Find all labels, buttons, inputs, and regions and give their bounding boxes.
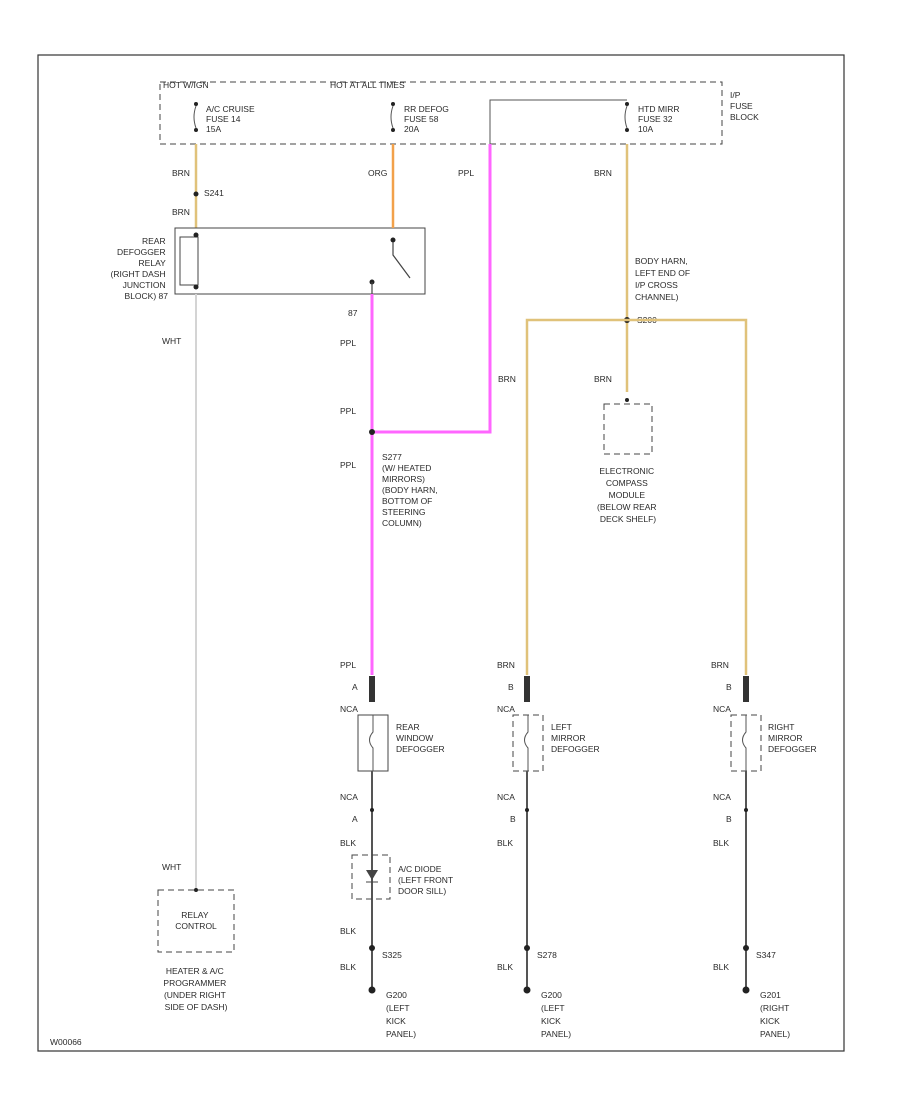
label-brn-right: BRN <box>594 168 612 178</box>
mirror-circuit: BRN S200 BODY HARN, LEFT END OF I/P CROS… <box>497 144 817 1039</box>
fuse-14: A/C CRUISE FUSE 14 15A <box>193 102 257 134</box>
hot-run-label: HOT W/IGN <box>163 80 209 90</box>
label-conn-b1: B <box>508 682 514 692</box>
label-ppl-bottom: PPL <box>340 660 356 670</box>
svg-text:A/C CRUISE FUSE 14: A/C CRUISE FUSE 14 15A <box>206 104 257 134</box>
compass-module-box <box>603 403 653 455</box>
label-brn-1: BRN <box>172 168 190 178</box>
right-mirror-label: RIGHT MIRROR DEFOGGER <box>768 722 817 754</box>
label-ppl-top: PPL <box>458 168 474 178</box>
label-brn-mid: BRN <box>497 660 515 670</box>
ac-diode-box <box>351 854 391 900</box>
wire-brn-bus <box>525 318 748 675</box>
fuse-block: HOT W/IGN HOT AT ALL TIMES I/P FUSE BLOC… <box>159 80 759 145</box>
relay-control-label: RELAY CONTROL <box>175 910 217 931</box>
label-nca-1: NCA <box>340 704 358 714</box>
fuse-32: HTD MIRR FUSE 32 10A <box>624 102 682 134</box>
label-conn-b3: B <box>510 814 516 824</box>
fuse-58: RR DEFOG FUSE 58 20A <box>390 102 451 134</box>
label-ppl-3: PPL <box>340 460 356 470</box>
label-s347: S347 <box>756 950 776 960</box>
label-s278: S278 <box>537 950 557 960</box>
splice-s277-label: S277 (W/ HEATED MIRRORS) (BODY HARN, BOT… <box>382 452 440 528</box>
label-blk-4: BLK <box>497 838 513 848</box>
left-mirror-label: LEFT MIRROR DEFOGGER <box>551 722 600 754</box>
label-blk-6: BLK <box>713 838 729 848</box>
ground-g200-b: G200 (LEFT KICK PANEL) <box>541 990 571 1039</box>
label-s241: S241 <box>204 188 224 198</box>
label-conn-b2: B <box>726 682 732 692</box>
footer-code: W00066 <box>50 1037 82 1047</box>
label-nca-2: NCA <box>497 704 515 714</box>
label-nca-4: NCA <box>340 792 358 802</box>
rear-defogger-relay <box>174 227 426 295</box>
svg-text:HTD MIRR FUSE 32: HTD MIRR FUSE 32 10A <box>638 104 682 134</box>
label-org: ORG <box>368 168 387 178</box>
label-nca-3: NCA <box>713 704 731 714</box>
label-wht: WHT <box>162 336 181 346</box>
left-column-wiring: BRN S241 BRN REAR DEFOGGER RELAY (RIGHT … <box>111 144 426 1012</box>
label-brn-2: BRN <box>172 207 190 217</box>
label-conn-a1: A <box>352 682 358 692</box>
rear-window-circuit: ORG 87 PPL PPL PPL PPL S277 (W/ HEATED M… <box>340 144 492 1039</box>
svg-text:RR DEFOG FUSE 58: RR DEFOG FUSE 58 20A <box>404 104 451 134</box>
fuse-block-label: I/P FUSE BLOCK <box>730 90 759 122</box>
ground-g201: G201 (RIGHT KICK PANEL) <box>760 990 792 1039</box>
label-brn-right-2: BRN <box>711 660 729 670</box>
ground-g200-a: G200 (LEFT KICK PANEL) <box>386 990 416 1039</box>
label-blk-5: BLK <box>497 962 513 972</box>
label-ppl-2: PPL <box>340 406 356 416</box>
relay-control-box <box>157 889 235 953</box>
relay-coil <box>179 236 199 286</box>
wire-ppl-fuse32 <box>372 144 492 434</box>
splice-body-label: BODY HARN, LEFT END OF I/P CROSS CHANNEL… <box>635 256 692 302</box>
label-blk-1: BLK <box>340 838 356 848</box>
compass-module-label: ELECTRONIC COMPASS MODULE (BELOW REAR DE… <box>597 466 659 524</box>
diagram-frame <box>37 54 845 1052</box>
relay-label: REAR DEFOGGER RELAY (RIGHT DASH JUNCTION… <box>111 236 169 301</box>
label-nca-5: NCA <box>497 792 515 802</box>
label-wht-bottom: WHT <box>162 862 181 872</box>
label-brn-left: BRN <box>498 374 516 384</box>
programmer-label: HEATER & A/C PROGRAMMER (UNDER RIGHT SID… <box>163 966 228 1012</box>
label-pin87: 87 <box>348 308 358 318</box>
label-brn-ecm: BRN <box>594 374 612 384</box>
hot-all-label: HOT AT ALL TIMES <box>330 80 405 90</box>
label-s325: S325 <box>382 950 402 960</box>
label-blk-7: BLK <box>713 962 729 972</box>
label-nca-6: NCA <box>713 792 731 802</box>
label-conn-a2: A <box>352 814 358 824</box>
label-blk-3: BLK <box>340 962 356 972</box>
label-conn-b4: B <box>726 814 732 824</box>
rear-defogger-label: REAR WINDOW DEFOGGER <box>396 722 445 754</box>
ac-diode-label: A/C DIODE (LEFT FRONT DOOR SILL) <box>398 864 455 896</box>
label-blk-2: BLK <box>340 926 356 936</box>
label-ppl-1: PPL <box>340 338 356 348</box>
